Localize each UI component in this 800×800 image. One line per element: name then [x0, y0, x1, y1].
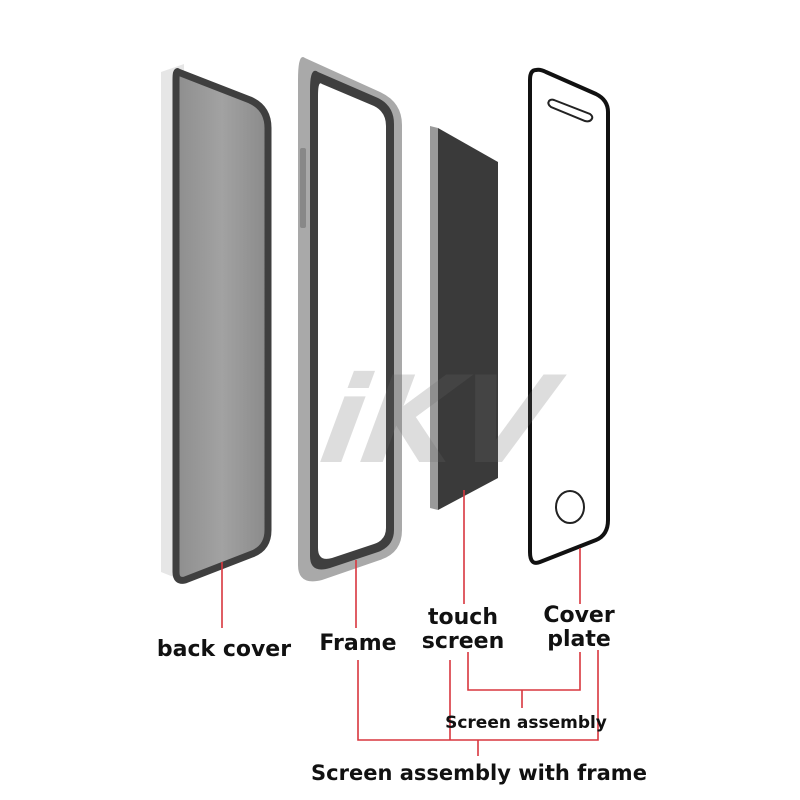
back-cover-label: back cover: [157, 637, 291, 662]
frame-side-button: [300, 148, 306, 228]
frame-label: Frame: [319, 631, 396, 656]
home-button: [555, 490, 585, 524]
touch-screen-edge: [430, 126, 438, 510]
frame-opening: [318, 83, 386, 559]
leader-lines: [221, 490, 599, 756]
watermark: iKV: [311, 351, 571, 491]
cover-plate-part: [528, 67, 610, 565]
touch-screen-label-line1: touch: [428, 605, 498, 630]
back-cover-part: [161, 64, 272, 584]
screen-assembly-with-frame-label: Screen assembly with frame: [311, 761, 647, 785]
watermark-text: iKV: [311, 351, 571, 491]
screen-assembly-bracket: [467, 652, 581, 691]
touch-screen-panel: [438, 128, 498, 510]
cover-plate-label-line2: plate: [547, 627, 611, 652]
screen-assembly-label: Screen assembly: [445, 713, 607, 733]
touch-screen-part: [430, 126, 498, 510]
back-cover-body: [172, 68, 272, 584]
earpiece-slot: [547, 98, 594, 123]
frame-part: [298, 56, 402, 582]
touch-screen-label-line2: screen: [422, 629, 505, 654]
cover-plate-glass: [528, 67, 610, 565]
cover-plate-label-line1: Cover: [543, 603, 615, 628]
labels: back cover Frame touch screen Cover plat…: [157, 603, 647, 785]
